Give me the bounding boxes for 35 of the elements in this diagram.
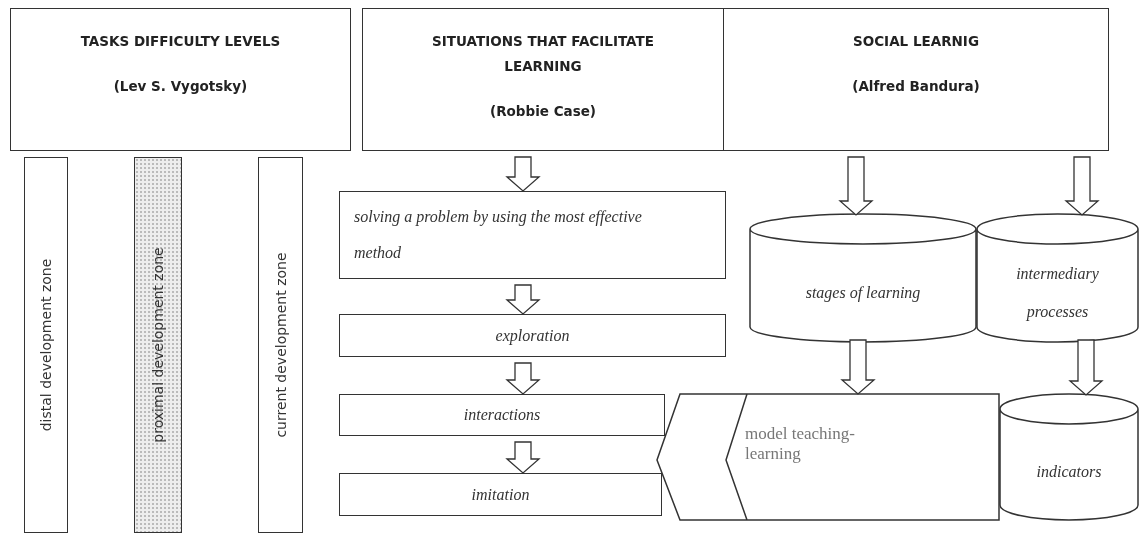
cylinder-label: stages of learning (805, 284, 921, 301)
process-box (339, 314, 726, 357)
heading-title: SOCIAL LEARNIG (853, 32, 979, 51)
cylinder-label: indicators (1036, 463, 1102, 480)
process-label: imitation (471, 485, 530, 504)
process-label: solving a problem by using the most effective method (354, 207, 643, 263)
block-arrow (838, 156, 874, 216)
process-label: interactions (463, 406, 541, 424)
zone-bar (258, 157, 303, 533)
author-name: (Lev S. Vygotsky) (113, 77, 248, 96)
heading-title: SITUATIONS THAT FACILITATE LEARNING (431, 32, 655, 76)
block-arrow (1068, 339, 1104, 396)
heading-box (362, 8, 724, 151)
heading-title: TASKS DIFFICULTY LEVELS (80, 32, 281, 51)
process-box (339, 191, 726, 279)
zone-bar (134, 157, 182, 533)
block-arrow (1064, 156, 1100, 216)
cylinder-label: intermediary processes (1016, 265, 1099, 320)
block-arrow (840, 339, 876, 395)
block-arrow (505, 284, 541, 315)
process-box (339, 473, 662, 516)
process-label: exploration (495, 326, 570, 345)
process-box (339, 394, 665, 436)
heading-box (723, 8, 1109, 151)
model-label: model teaching-learning (745, 424, 856, 464)
block-arrow (505, 156, 541, 192)
zone-label: distal development zone (38, 258, 54, 432)
zone-label: current development zone (272, 252, 289, 438)
author-name: (Alfred Bandura) (852, 77, 980, 96)
zone-bar (24, 157, 68, 533)
block-arrow (505, 441, 541, 474)
author-name: (Robbie Case) (490, 102, 596, 121)
heading-box (10, 8, 351, 151)
zone-label: proximal development zone (150, 247, 166, 443)
block-arrow (505, 362, 541, 395)
